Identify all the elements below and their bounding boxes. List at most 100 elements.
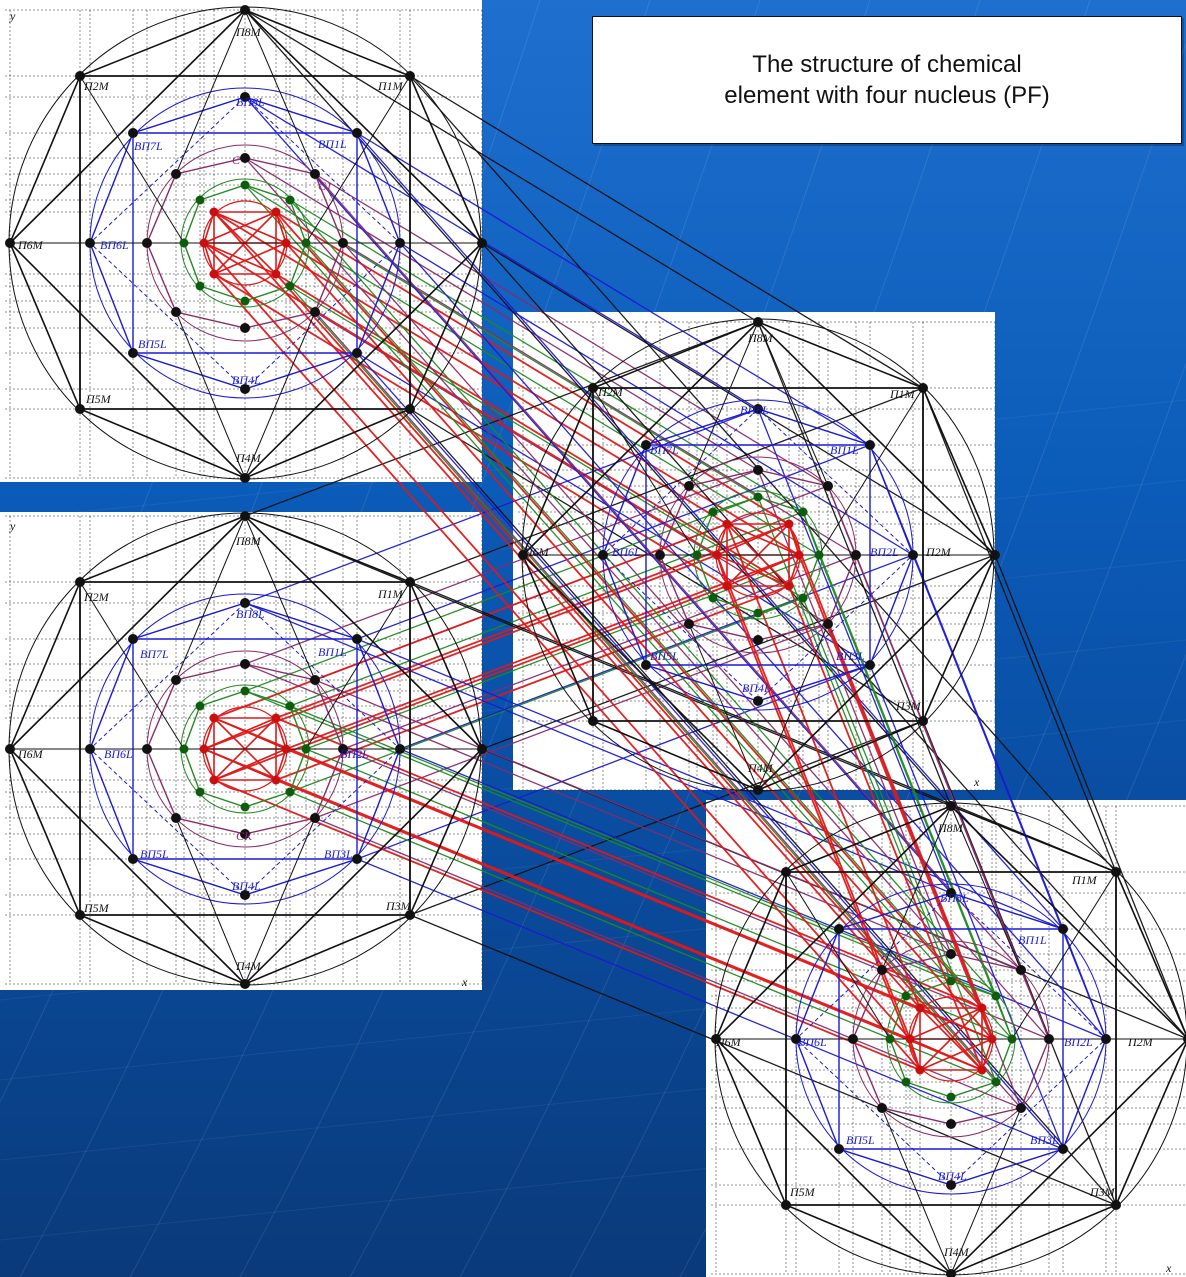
node-r4: [281, 744, 291, 754]
title-line-2: element with four nucleus (PF): [724, 82, 1050, 109]
node-g6: [195, 281, 205, 291]
spoke-edge: [881, 805, 952, 971]
connection-top: [244, 321, 759, 517]
frame-edge: [79, 914, 246, 985]
connection-g5: [305, 554, 820, 750]
frame-edge: [244, 748, 483, 985]
connection-p3: [409, 914, 1117, 1206]
node-r4: [794, 550, 804, 560]
axis-x-bottom-left: x: [461, 975, 468, 989]
label-p6: Π6M: [17, 238, 44, 252]
spoke-edge: [950, 805, 1022, 971]
node-p2m: [477, 744, 487, 754]
node-g4: [179, 238, 189, 248]
spoke-edge: [244, 817, 316, 985]
red-edge: [203, 211, 277, 244]
label-bp2-c: BΠ2L: [870, 545, 899, 559]
title-line-1: The structure of chemical: [752, 51, 1022, 78]
label-bp1-b: BΠ1L: [318, 645, 347, 659]
red-edge: [726, 554, 800, 587]
frame-edge: [409, 748, 483, 916]
label-p3-c: Π3M: [895, 699, 922, 713]
spoke-edge: [950, 1107, 1022, 1275]
red-edge: [909, 1007, 921, 1040]
node-cBR: [310, 813, 320, 823]
node-p5: [75, 404, 85, 414]
connection-b2: [399, 242, 914, 556]
node-b5: [128, 348, 138, 358]
node-cB: [753, 635, 763, 645]
connection-g7: [802, 597, 997, 1083]
red-edge: [726, 523, 800, 556]
node-g4: [885, 1034, 895, 1044]
connection-r6: [788, 585, 983, 1071]
red-edge: [203, 211, 215, 244]
spoke-edge: [305, 75, 411, 244]
node-p6: [5, 744, 15, 754]
frame-edge: [9, 242, 246, 479]
label-bp5: BΠ5L: [138, 337, 167, 351]
node-cTR: [823, 481, 833, 491]
node-r4: [281, 238, 291, 248]
label-p4-c: Π4M: [747, 761, 774, 775]
connection-c: [244, 157, 952, 955]
label-bp4: BΠ4L: [232, 373, 261, 387]
node-g6: [708, 593, 718, 603]
frame-edge: [522, 387, 594, 556]
node-p1: [405, 577, 415, 587]
connection-p1: [922, 387, 1117, 873]
label-p8-c: Π8M: [747, 331, 774, 345]
node-cR: [338, 744, 348, 754]
node-b7: [128, 634, 138, 644]
node-r3: [712, 550, 722, 560]
axis-x-bottom-right: x: [1165, 1261, 1172, 1275]
red-edge: [275, 717, 287, 750]
node-labels: Π8M Π2M Π1M BΠ8L BΠ7L BΠ1L C C1 Π6M BΠ6L…: [17, 25, 1154, 1259]
red-edge: [203, 748, 277, 781]
axis-x-middle-right: x: [973, 775, 980, 789]
node-p5: [588, 716, 598, 726]
node-p5: [75, 910, 85, 920]
label-p4: Π4M: [235, 451, 262, 465]
label-bp7: BΠ7L: [134, 139, 163, 153]
spoke-edge: [175, 817, 246, 985]
node-b3: [352, 854, 362, 864]
node-b3: [865, 660, 875, 670]
label-p1-b: Π1M: [377, 587, 404, 601]
spoke-edge: [688, 321, 759, 487]
node-g2: [195, 701, 205, 711]
connection-r4: [285, 748, 993, 1040]
node-b6: [598, 550, 608, 560]
connection-cTR: [314, 173, 1022, 971]
node-r1: [722, 519, 732, 529]
node-b6: [85, 744, 95, 754]
connection-b3: [356, 858, 1064, 1150]
connection-g7: [289, 285, 997, 1083]
node-r6: [271, 775, 281, 785]
node-r5: [209, 269, 219, 279]
node-g6: [901, 1077, 911, 1087]
connection-cTR: [314, 173, 829, 487]
red-edge: [788, 523, 800, 556]
node-g5: [301, 238, 311, 248]
connection-r2: [275, 523, 790, 719]
node-cB: [240, 829, 250, 839]
node-cBR: [310, 307, 320, 317]
node-g3: [798, 507, 808, 517]
connection-b2: [399, 554, 914, 750]
spoke-edge: [79, 75, 185, 244]
spoke-edge: [175, 311, 246, 479]
label-bp6: BΠ6L: [100, 238, 129, 252]
red-edge: [203, 748, 215, 781]
connection-g1: [757, 496, 952, 982]
red-edge: [909, 1038, 983, 1071]
red-edge: [909, 1038, 921, 1071]
frame-edge: [79, 515, 246, 583]
connection-r2: [275, 717, 983, 1009]
red-edge: [213, 211, 287, 244]
frame-edge: [244, 408, 411, 479]
connection-g1: [244, 690, 952, 982]
node-cBL: [171, 813, 181, 823]
connection-cBR: [314, 311, 829, 625]
